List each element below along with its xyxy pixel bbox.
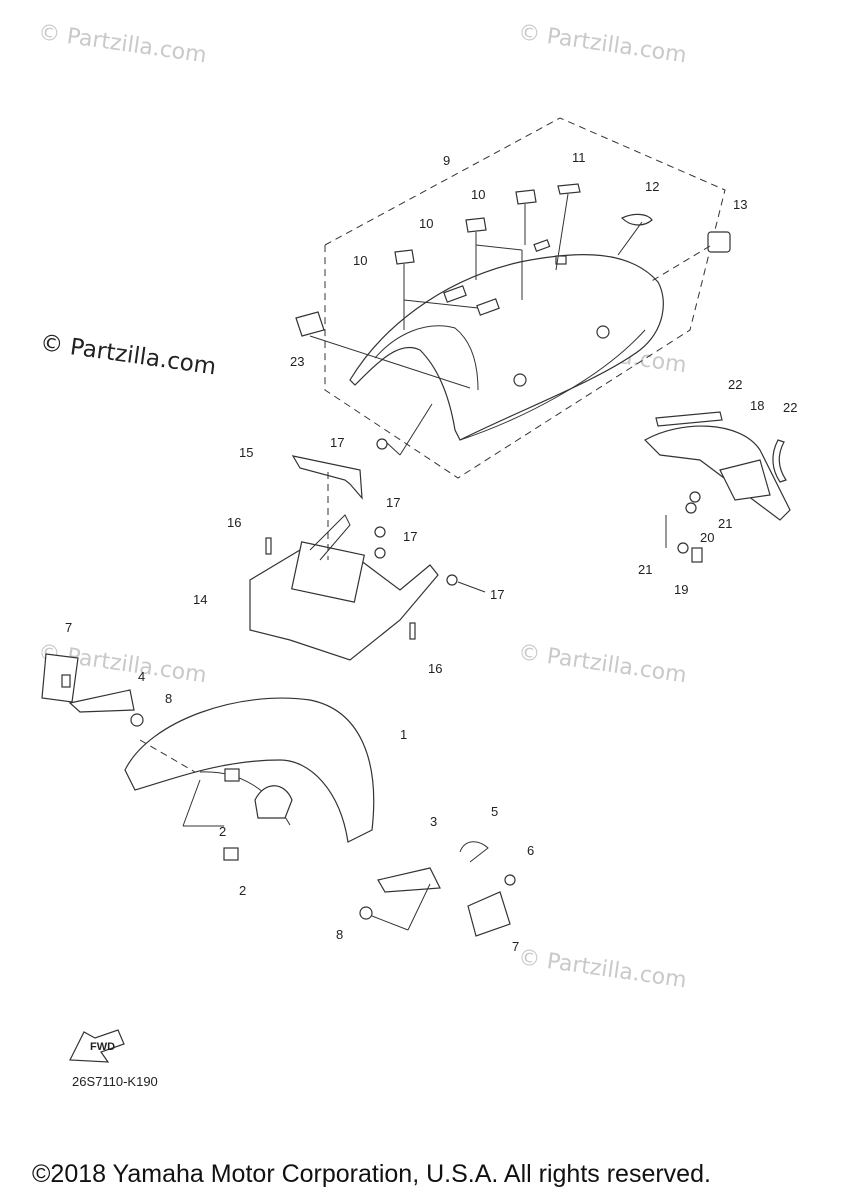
callout-1: 1 — [400, 727, 407, 742]
callout-17-c: 17 — [403, 529, 417, 544]
bolt-19 — [691, 547, 703, 563]
stud — [61, 674, 71, 688]
callout-13: 13 — [733, 197, 747, 212]
callout-21-a: 21 — [718, 516, 732, 531]
callout-7-b: 7 — [512, 939, 519, 954]
callout-22-b: 22 — [783, 400, 797, 415]
callout-17-b: 17 — [386, 495, 400, 510]
copyright-notice: ©2018 Yamaha Motor Corporation, U.S.A. A… — [32, 1160, 711, 1188]
callout-21-b: 21 — [638, 562, 652, 577]
strip-22-a — [655, 411, 723, 427]
front-fender — [124, 697, 375, 843]
bolt-17-d — [446, 574, 458, 586]
clamp-5 — [459, 841, 489, 863]
callout-5: 5 — [491, 804, 498, 819]
callout-8-b: 8 — [336, 927, 343, 942]
bolt-2-a — [223, 847, 239, 861]
license-bracket-18 — [644, 425, 791, 521]
screw-6 — [504, 874, 516, 886]
callout-23: 23 — [290, 354, 304, 369]
fwd-arrow-icon: FWD — [69, 1029, 125, 1063]
clip-16-a — [265, 537, 272, 555]
callout-3: 3 — [430, 814, 437, 829]
washer-21-b — [677, 542, 689, 554]
callout-2-a: 2 — [219, 824, 226, 839]
sticker-10-a — [394, 249, 415, 265]
grommet-13 — [707, 231, 731, 253]
sticker-10-b — [465, 217, 487, 233]
decal-12 — [620, 213, 653, 226]
bracket-4 — [68, 689, 135, 713]
callout-16-a: 16 — [227, 515, 241, 530]
fwd-label: FWD — [90, 1041, 115, 1053]
callout-2-b: 2 — [239, 883, 246, 898]
callout-7-a: 7 — [65, 620, 72, 635]
callout-20: 20 — [700, 530, 714, 545]
rear-fender — [349, 239, 664, 441]
callout-9: 9 — [443, 153, 450, 168]
clip-16-b — [409, 622, 416, 640]
cable-guide-3 — [377, 867, 441, 893]
strip-22-b — [772, 439, 787, 483]
washer-21-a — [685, 502, 697, 514]
nut-8-a — [130, 713, 144, 727]
callout-10-a: 10 — [353, 253, 367, 268]
nut-8-b — [359, 906, 373, 920]
bolt-17-b — [374, 526, 386, 538]
bolt-17-a — [376, 438, 388, 450]
washer-20 — [689, 491, 701, 503]
callout-8-a: 8 — [165, 691, 172, 706]
sticker-10-c — [515, 189, 537, 205]
bolt-2-b — [224, 768, 240, 782]
sticker-23 — [295, 311, 325, 337]
bracket-15 — [291, 455, 363, 500]
diagram-code: 26S7110-K190 — [72, 1074, 158, 1089]
assembly-boundary — [324, 117, 726, 479]
callout-17-d: 17 — [490, 587, 504, 602]
callout-6: 6 — [527, 843, 534, 858]
callout-10-c: 10 — [471, 187, 485, 202]
callout-12: 12 — [645, 179, 659, 194]
callout-16-b: 16 — [428, 661, 442, 676]
callout-18: 18 — [750, 398, 764, 413]
rear-fender-stay-14 — [249, 514, 439, 661]
reflector-7-b — [467, 891, 511, 937]
callout-17-a: 17 — [330, 435, 344, 450]
callout-22-a: 22 — [728, 377, 742, 392]
bolt-17-c — [374, 547, 386, 559]
callout-11: 11 — [572, 150, 586, 165]
callout-15: 15 — [239, 445, 253, 460]
callout-14: 14 — [193, 592, 207, 607]
sticker-11 — [557, 183, 581, 195]
reflector-7-a — [41, 653, 79, 703]
callout-10-b: 10 — [419, 216, 433, 231]
callout-4: 4 — [138, 669, 145, 684]
callout-19: 19 — [674, 582, 688, 597]
